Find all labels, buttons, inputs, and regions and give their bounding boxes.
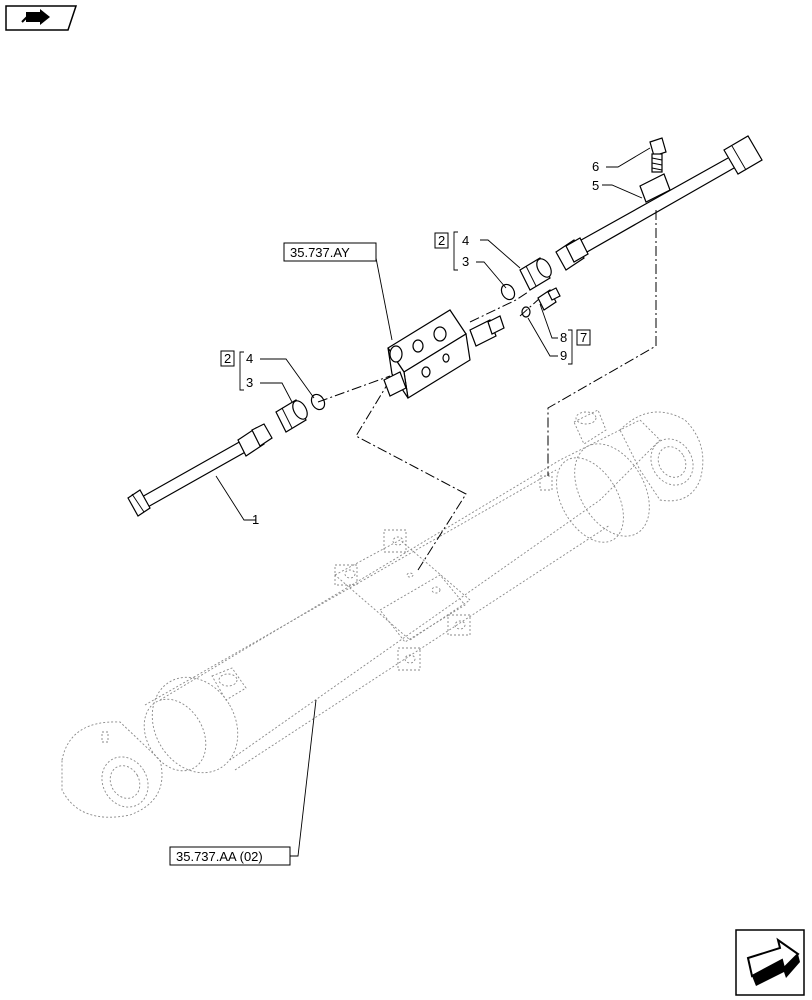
adapter-fitting-upper bbox=[519, 257, 552, 291]
navigation-tab-icon[interactable] bbox=[5, 5, 78, 31]
callout-6: 6 bbox=[592, 159, 599, 174]
hose-assembly-5 bbox=[555, 135, 763, 271]
ref-cylinder-label: 35.737.AA (02) bbox=[176, 849, 263, 864]
callout-2a: 2 bbox=[224, 351, 231, 366]
o-ring-upper bbox=[500, 283, 516, 301]
valve-block bbox=[383, 309, 505, 399]
callout-brackets bbox=[239, 231, 573, 391]
hydraulic-cylinder bbox=[61, 409, 704, 818]
hose-assembly-1 bbox=[127, 423, 273, 517]
seal-washer bbox=[521, 306, 531, 318]
assembly-centerlines bbox=[317, 210, 657, 571]
callout-5: 5 bbox=[592, 178, 599, 193]
ref-valve-block-link[interactable]: 35.737.AY bbox=[283, 242, 377, 262]
callout-2b: 2 bbox=[438, 233, 445, 248]
bolt-6 bbox=[649, 137, 667, 173]
callout-box-2b bbox=[434, 232, 449, 249]
callout-box-7 bbox=[576, 329, 591, 346]
callout-box-2a bbox=[220, 350, 235, 367]
callout-3b: 3 bbox=[462, 254, 469, 269]
callout-1: 1 bbox=[252, 512, 259, 527]
callout-7: 7 bbox=[580, 330, 587, 345]
adapter-fitting-lower bbox=[275, 399, 308, 433]
leader-lines bbox=[215, 147, 651, 857]
callout-8: 8 bbox=[560, 330, 567, 345]
callout-4a: 4 bbox=[246, 351, 253, 366]
ref-cylinder-link[interactable]: 35.737.AA (02) bbox=[169, 846, 291, 866]
ref-valve-block-label: 35.737.AY bbox=[290, 245, 350, 260]
test-port-fitting bbox=[537, 287, 561, 311]
callout-3a: 3 bbox=[246, 375, 253, 390]
callout-4b: 4 bbox=[462, 233, 469, 248]
o-ring-lower bbox=[310, 393, 326, 411]
callout-9: 9 bbox=[560, 348, 567, 363]
next-page-arrow-icon[interactable] bbox=[735, 929, 805, 996]
